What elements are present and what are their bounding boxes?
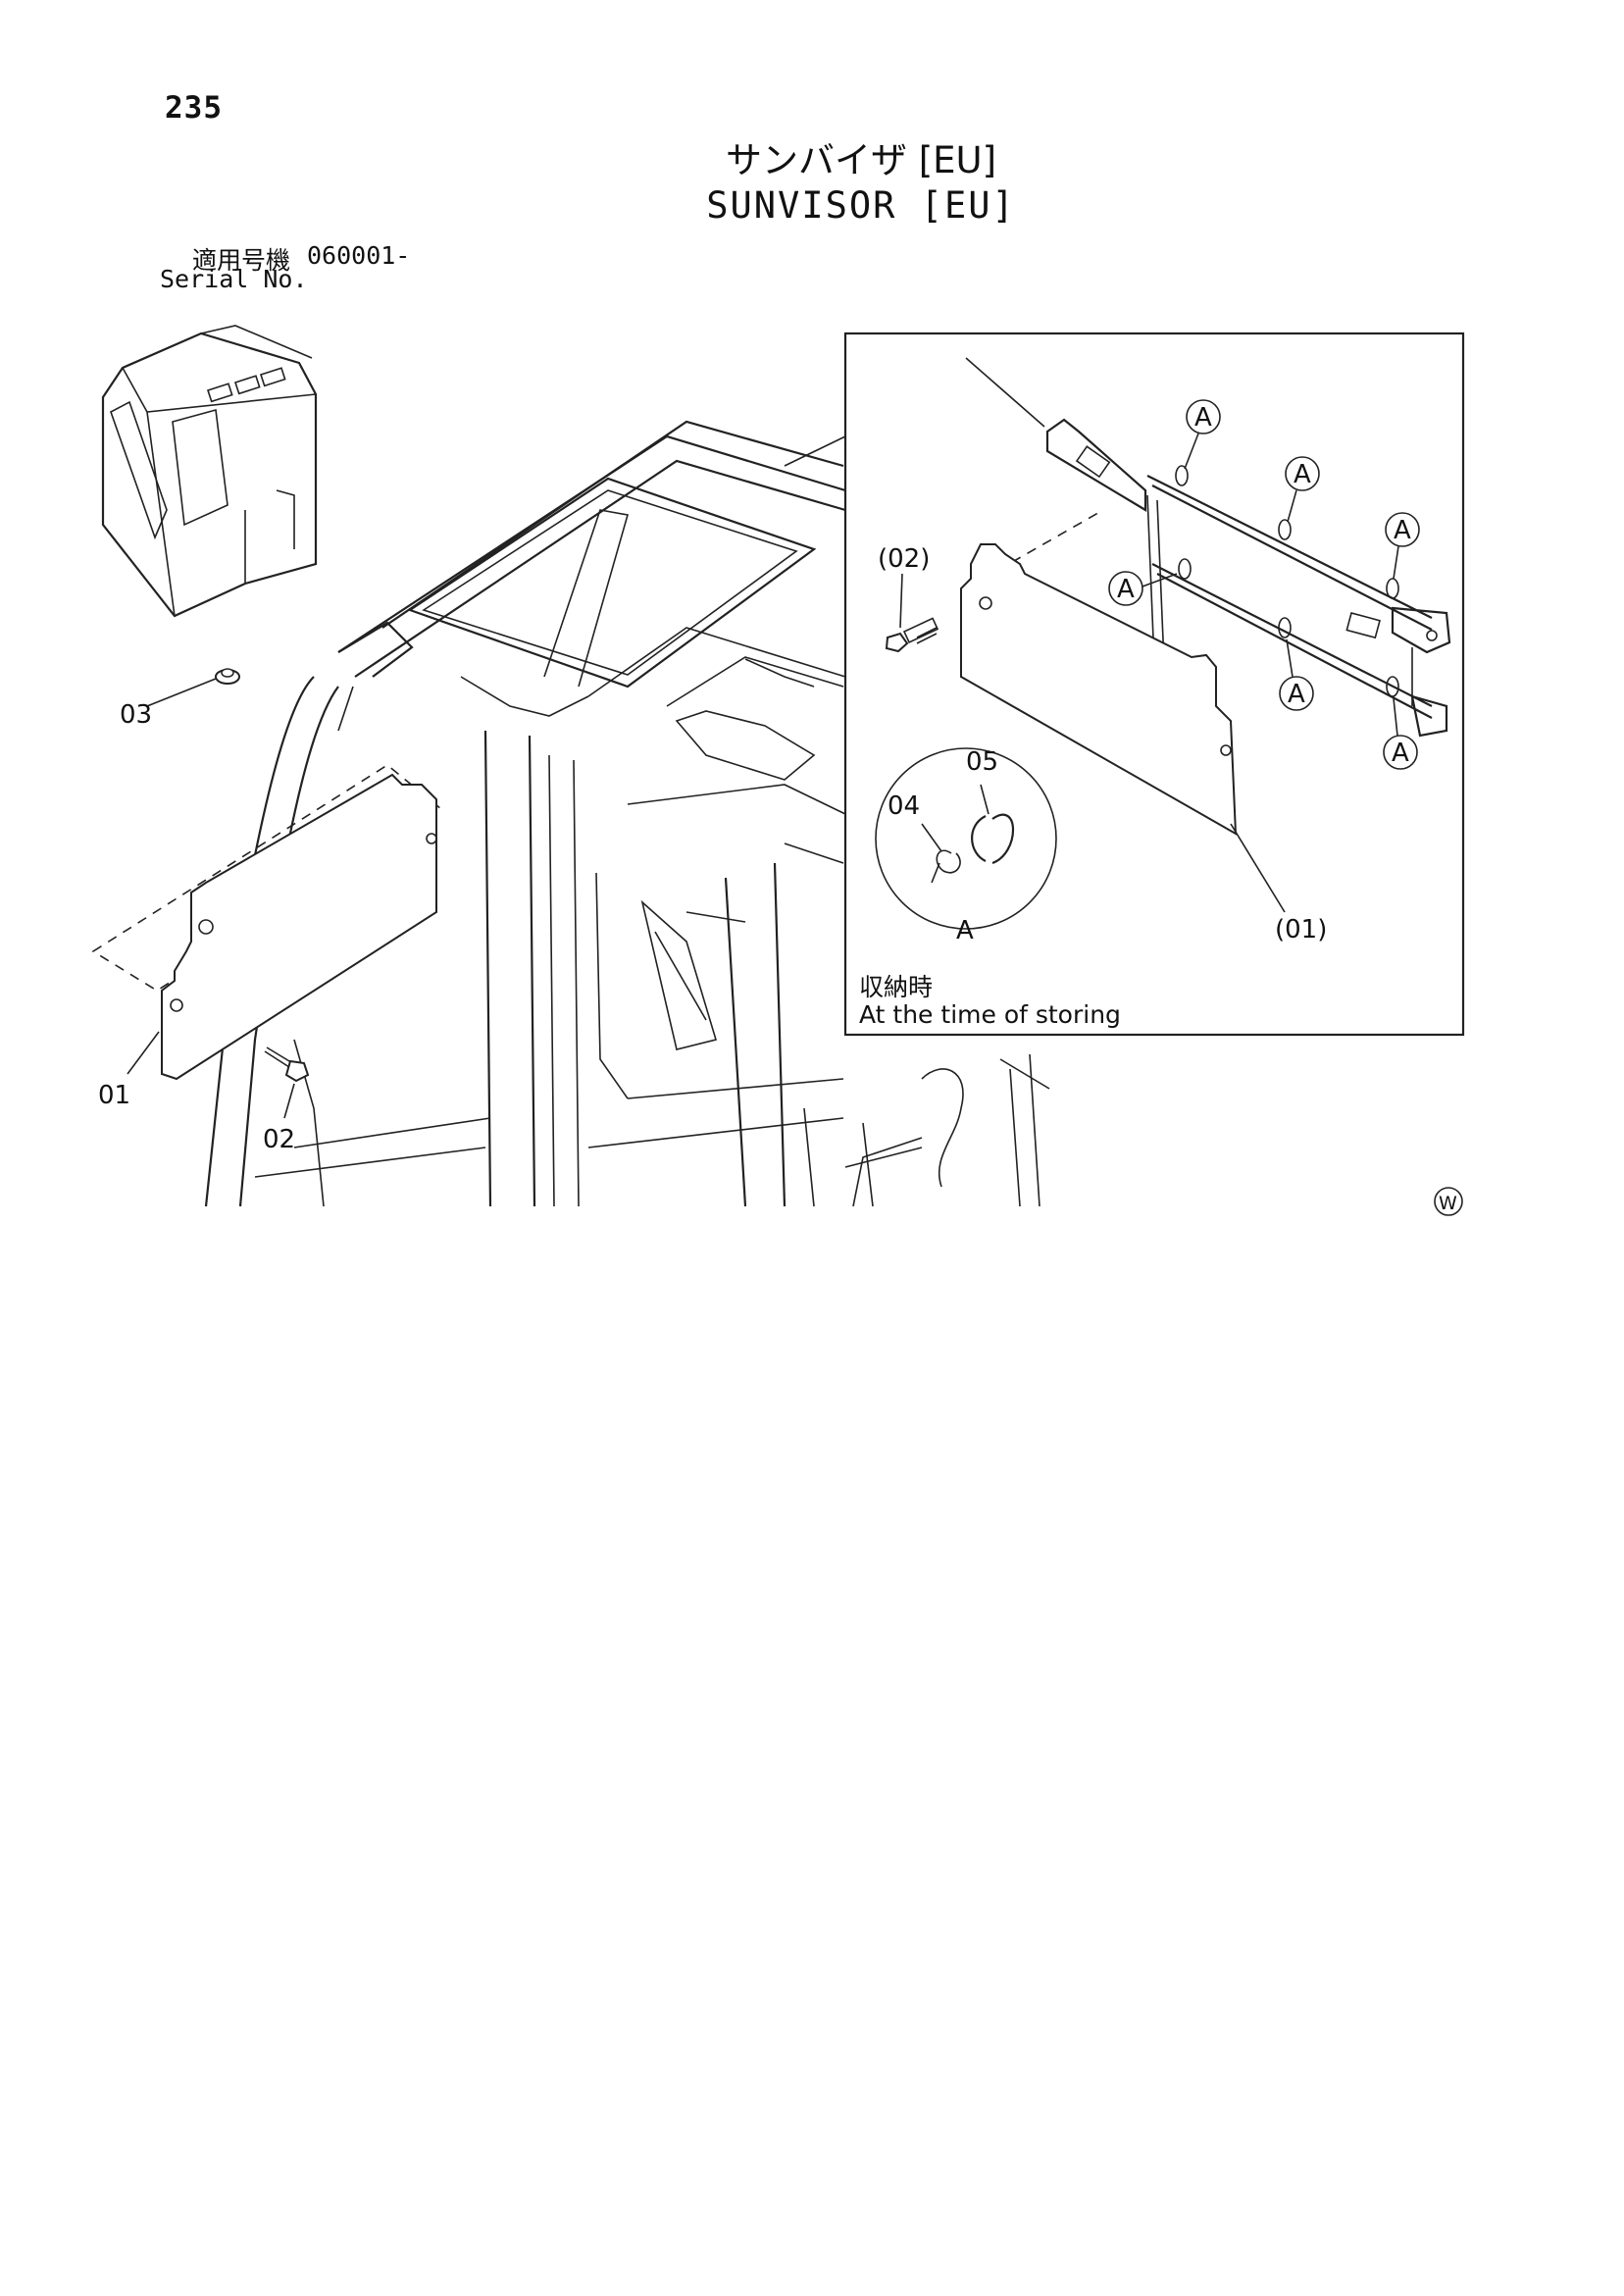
svg-text:A: A bbox=[1194, 403, 1212, 433]
ref-marker-a: A bbox=[1279, 638, 1314, 711]
cab-overview-drawing bbox=[101, 325, 318, 618]
ref-marker-a: A bbox=[1108, 571, 1178, 606]
callout-05: 05 bbox=[966, 747, 998, 777]
inset-caption-english: At the time of storing bbox=[859, 1000, 1121, 1029]
callout-01-storage: (01) bbox=[1275, 915, 1327, 944]
svg-text:A: A bbox=[1392, 739, 1409, 768]
callout-02: 02 bbox=[263, 1125, 295, 1154]
ref-marker-a: A bbox=[1385, 512, 1420, 580]
serial-label-english: Serial No. bbox=[160, 265, 308, 293]
callout-04: 04 bbox=[888, 791, 920, 821]
detail-circle-a bbox=[875, 747, 1057, 930]
sunvisor-main bbox=[91, 764, 443, 1081]
ref-marker-a: A bbox=[1285, 456, 1320, 523]
callout-03: 03 bbox=[120, 700, 152, 730]
bolt-02 bbox=[264, 1046, 310, 1083]
title-english: SUNVISOR [EU] bbox=[706, 184, 1016, 227]
callout-01: 01 bbox=[98, 1081, 130, 1110]
ref-marker-a: A bbox=[1383, 697, 1418, 770]
washer-03 bbox=[215, 668, 240, 685]
ref-marker-a: A bbox=[1184, 399, 1221, 470]
svg-text:A: A bbox=[1288, 680, 1305, 709]
svg-text:A: A bbox=[1394, 516, 1411, 545]
serial-value: 060001- bbox=[307, 241, 411, 270]
callout-02-storage: (02) bbox=[878, 544, 930, 574]
corner-mark: W bbox=[1434, 1187, 1463, 1216]
title-japanese: サンバイザ [EU] bbox=[725, 139, 997, 181]
serial-label-japanese: 適用号機 bbox=[192, 246, 291, 275]
svg-text:A: A bbox=[1294, 460, 1311, 489]
svg-text:W: W bbox=[1439, 1193, 1457, 1214]
svg-text:A: A bbox=[1117, 575, 1135, 604]
page-number: 235 bbox=[165, 90, 223, 126]
detail-label-a: A bbox=[956, 916, 974, 945]
inset-caption-japanese: 収納時 bbox=[859, 973, 933, 1001]
storage-inset: A A A A A A bbox=[843, 332, 1465, 1037]
